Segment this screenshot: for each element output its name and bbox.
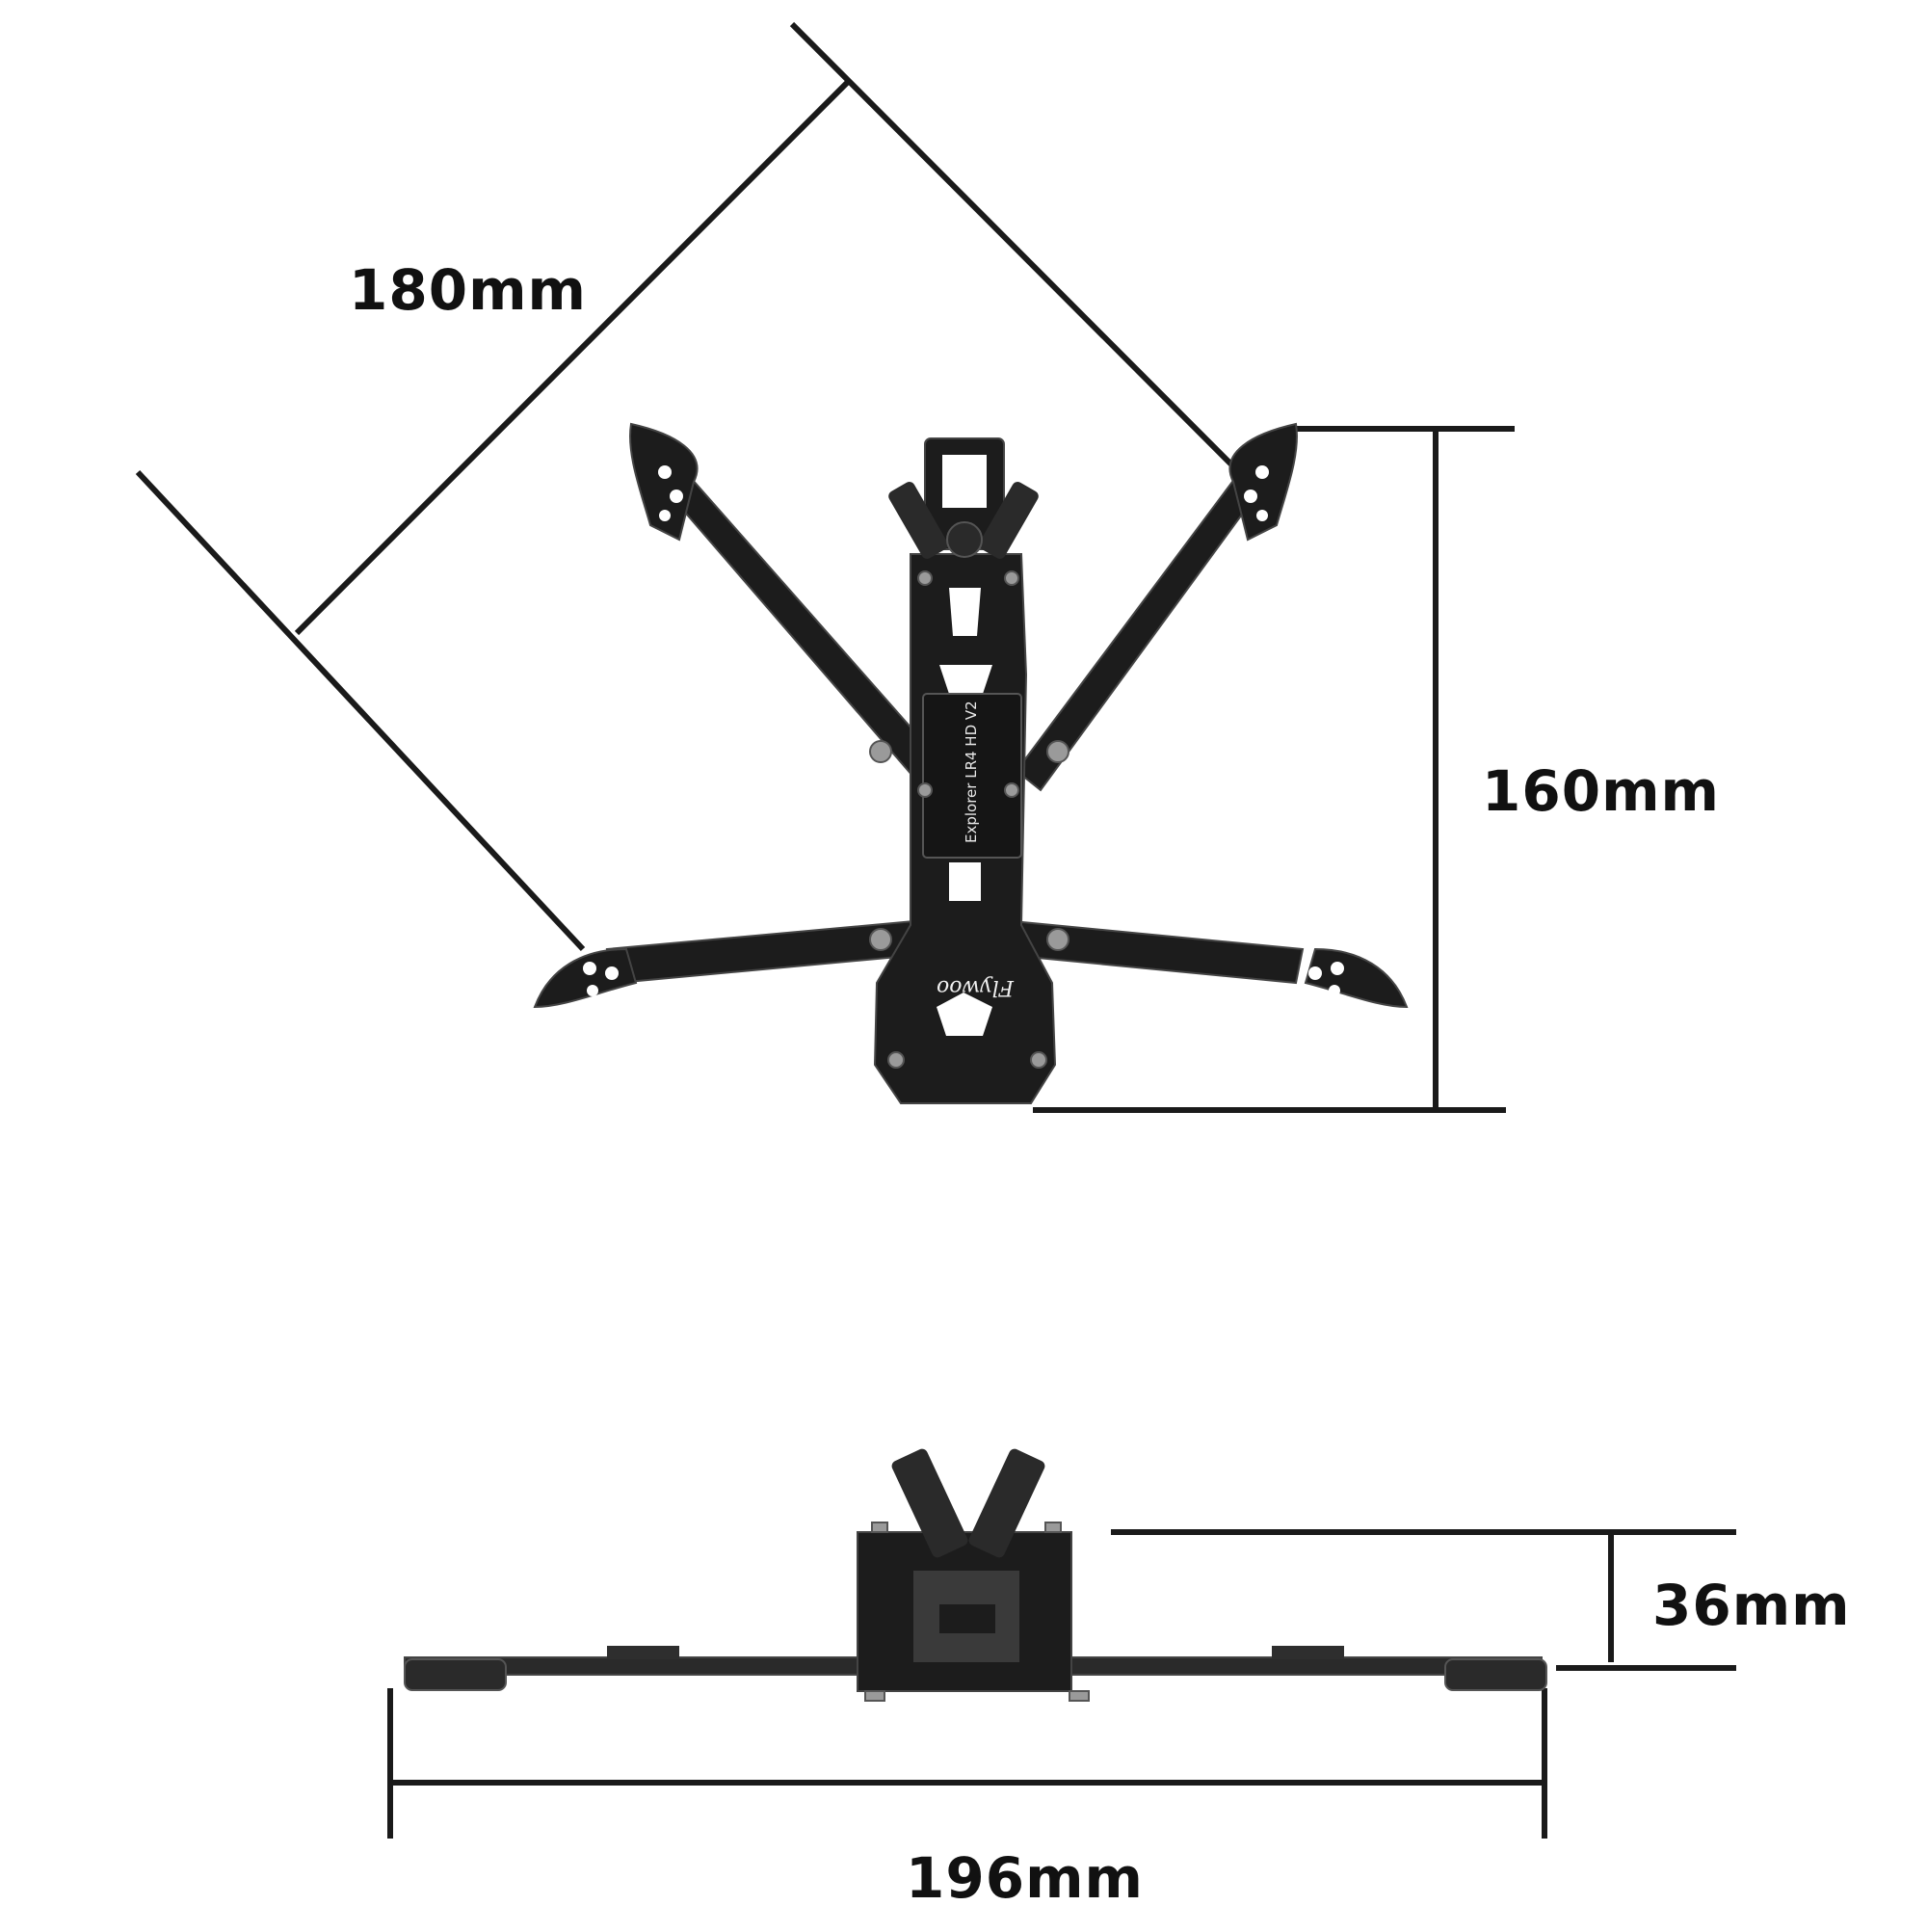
frame-top-view: Explorer LR4 HD V2 Flywoo (533, 422, 1409, 1104)
camera-mount (888, 437, 1039, 559)
arm-front-right (1015, 422, 1298, 792)
side-mount-left (607, 1646, 679, 1659)
side-screws (864, 1522, 1090, 1702)
body-cutouts (937, 588, 992, 1036)
brand-logo: Flywoo (937, 975, 1015, 999)
side-cage-battery (939, 1604, 995, 1633)
diagonal-extension-bottom (135, 469, 586, 952)
arm-rear-right (995, 918, 1409, 1009)
frame-side-view (404, 1448, 1547, 1702)
side-prong-right (968, 1448, 1045, 1558)
frame-screws (869, 570, 1069, 1069)
diagonal-dimension-line (294, 79, 851, 636)
motor-holes (583, 465, 1344, 996)
model-text: Explorer LR4 HD V2 (963, 701, 980, 843)
side-motor-pad-left (404, 1658, 507, 1691)
diagonal-dimension-label: 180mm (349, 257, 587, 323)
width-dimension-label: 196mm (906, 1845, 1144, 1911)
side-motor-pad-right (1444, 1658, 1547, 1691)
dimension-lines (135, 21, 1736, 1839)
diagonal-extension-top (789, 21, 1244, 477)
height-dimension-label: 36mm (1652, 1573, 1851, 1638)
length-dimension-label: 160mm (1482, 758, 1720, 824)
side-prong-left (891, 1448, 968, 1558)
side-mount-right (1272, 1646, 1344, 1659)
arm-front-left (629, 422, 951, 792)
top-plate: Explorer LR4 HD V2 (922, 693, 1022, 859)
